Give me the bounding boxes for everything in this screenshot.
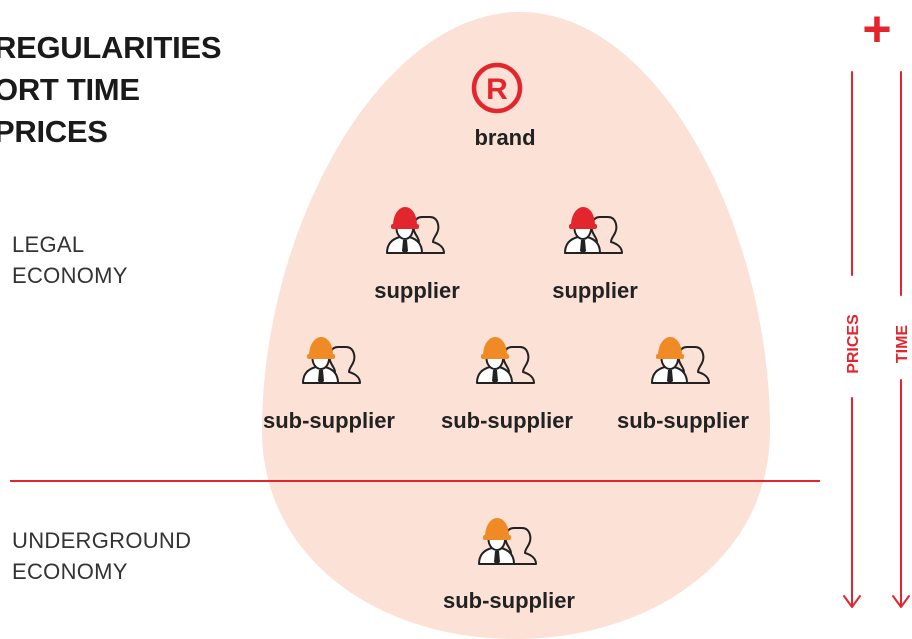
svg-text:R: R (486, 73, 508, 106)
sub-supplier-label-1: sub-supplier (262, 408, 395, 433)
prices-axis-label: PRICES (845, 314, 862, 374)
sub-supplier-label-3: sub-supplier (616, 408, 749, 433)
underground-economy-line-1: UNDERGROUND (12, 528, 192, 553)
supply-chain-egg-shape (262, 12, 770, 639)
supplier-label-1: supplier (374, 278, 460, 303)
supplier-2-worker-icon (564, 207, 623, 254)
underground-economy-line-2: ECONOMY (12, 559, 128, 584)
supplier-label-2: supplier (552, 278, 638, 303)
legal-economy-line-2: ECONOMY (12, 263, 128, 288)
underground-sub-supplier-label: sub-supplier (442, 588, 575, 613)
title-line-2: ORT TIME (0, 72, 140, 107)
supplier-1-worker-icon (386, 207, 445, 254)
sub-supplier-2-worker-icon (476, 337, 535, 384)
prices-arrow (843, 71, 861, 608)
title-line-3: PRICES (0, 114, 108, 149)
time-axis-label: TIME (894, 324, 911, 364)
sub-supplier-3-worker-icon (651, 337, 710, 384)
brand-label: brand (474, 125, 536, 150)
underground-sub-supplier-worker-icon (478, 518, 537, 565)
registered-trademark-icon: R (471, 62, 523, 114)
sub-supplier-1-worker-icon (302, 337, 361, 384)
sub-supplier-label-2: sub-supplier (440, 408, 573, 433)
legal-economy-line-1: LEGAL (12, 232, 85, 257)
time-arrow (892, 71, 910, 608)
title-line-1: REGULARITIES (0, 30, 222, 65)
plus-mark: + (862, 1, 892, 57)
